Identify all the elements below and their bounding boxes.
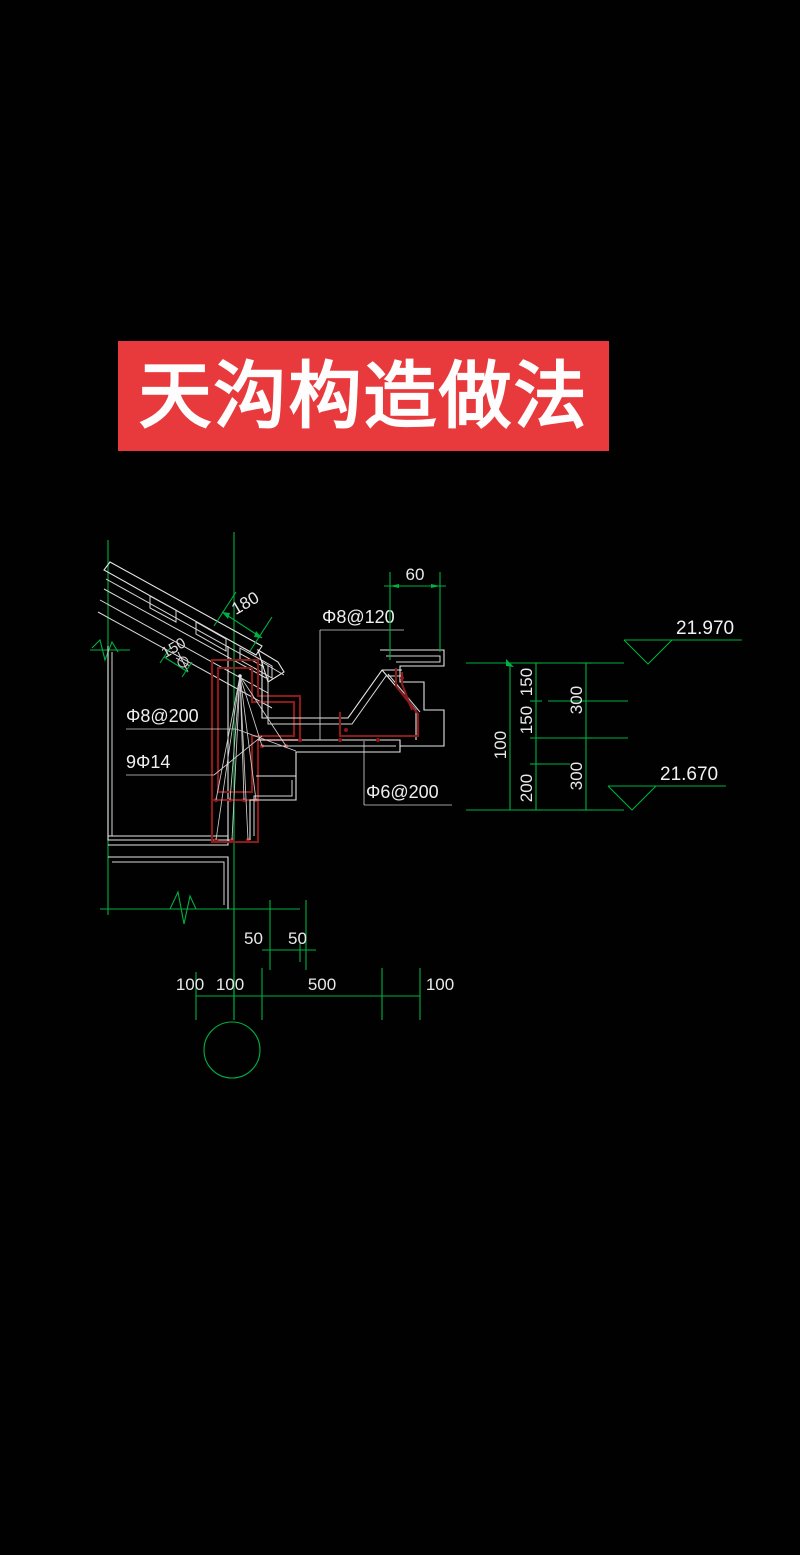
rebar-callout-column-main: 9Φ14	[126, 735, 263, 776]
elevation-bottom-text: 21.670	[660, 764, 718, 785]
right-parapet	[298, 649, 445, 747]
horizontal-dimension-lower: 100 100 500 100	[176, 968, 454, 1020]
gutter-channel	[249, 660, 402, 840]
label-rebar-phi8-120: Φ8@120	[322, 607, 395, 627]
dim-150-upper: 150	[517, 668, 536, 696]
label-rebar-phi6-200: Φ6@200	[366, 782, 439, 802]
axis-grid-bubble	[203, 1021, 261, 1079]
label-rebar-9phi14: 9Φ14	[126, 752, 170, 772]
dim-100-a: 100	[176, 975, 204, 994]
elevation-top-text: 21.970	[676, 618, 734, 639]
dim-100-c: 100	[426, 975, 454, 994]
title-banner-text: 天沟构造做法	[138, 353, 589, 439]
label-rebar-phi8-200: Φ8@200	[126, 706, 199, 726]
dim-150-lower: 150	[517, 706, 536, 734]
vertical-dimension-group: 100 150 150 200 300 300	[466, 659, 628, 811]
rebar-callout-parapet: Φ6@200	[363, 741, 452, 806]
dimension-parapet-60: 60	[384, 565, 446, 660]
dim-100-outer: 100	[491, 731, 510, 759]
dim-500: 500	[308, 975, 336, 994]
left-wall-structure	[107, 646, 230, 925]
title-banner: 天沟构造做法	[118, 341, 609, 451]
elevation-marker-top: 21.970	[623, 618, 742, 665]
cad-drawing-canvas: .st { fill:none; stroke:#e6e6e6; stroke-…	[0, 500, 800, 1120]
elevation-marker-bottom: 21.670	[607, 764, 726, 811]
dim-50-left: 50	[244, 929, 263, 948]
dim-100-b: 100	[216, 975, 244, 994]
rebar-callout-gutter: Φ8@120	[319, 607, 404, 740]
dim-300-upper: 300	[567, 686, 586, 714]
dim-60-text: 60	[406, 565, 425, 584]
dim-200: 200	[517, 774, 536, 802]
horizontal-dimension-upper: 50 50	[233, 900, 316, 1000]
rebar-callout-slab-top: Φ8@200	[126, 706, 297, 752]
slope-dimension-180: 180	[213, 588, 273, 652]
slope-dim-180-text: 180	[228, 588, 262, 619]
dim-50-right: 50	[288, 929, 307, 948]
sloped-roof-assembly	[91, 561, 285, 709]
rebar-cage-column	[210, 658, 302, 844]
dim-300-lower: 300	[567, 762, 586, 790]
